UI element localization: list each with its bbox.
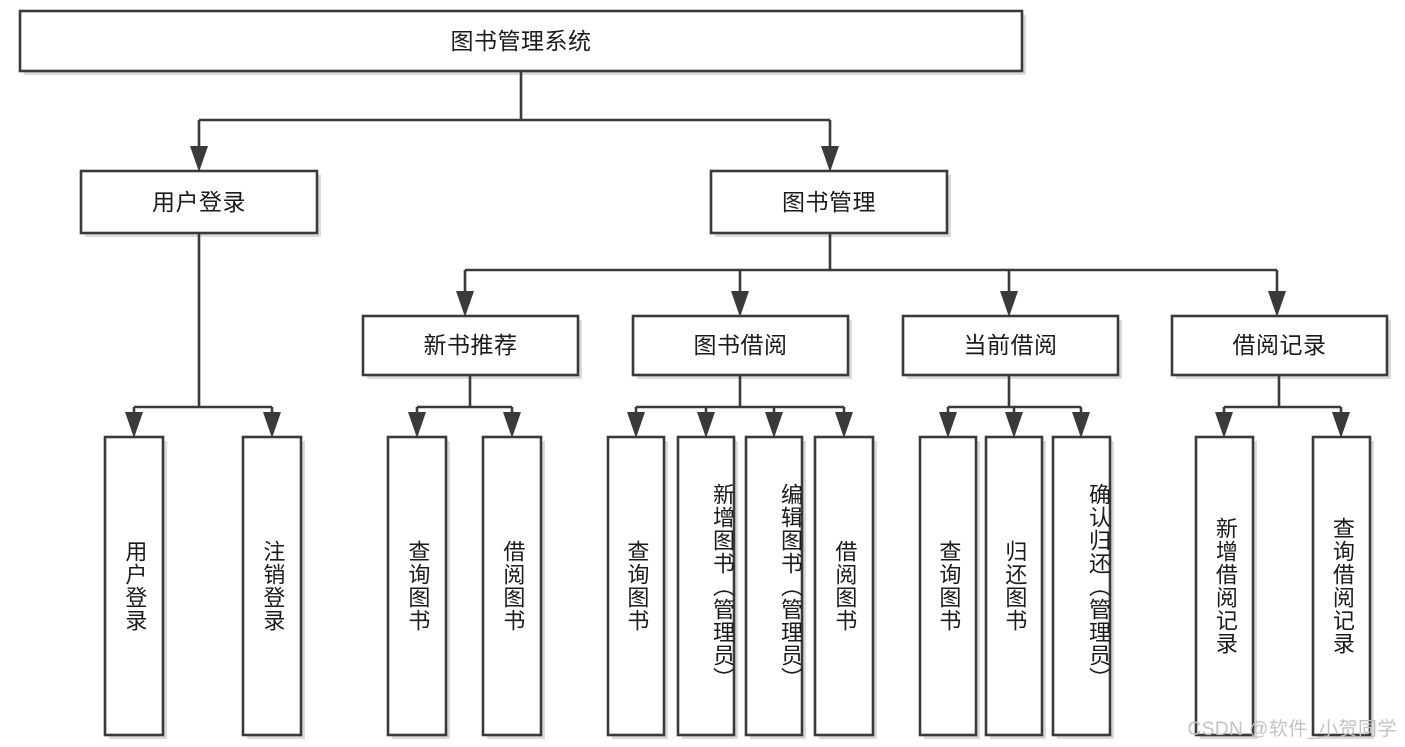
node-leaf-confirm-return-admin-box[interactable] [1051,435,1112,737]
arrow-to-leaf-add-book-admin [697,412,715,438]
arrow-to-leaf-user-logout [263,412,281,438]
arrow-to-leaf-query-book-1 [408,412,426,438]
node-boxes [18,9,1389,737]
connector-borrow-record-to-leaves [1215,375,1350,438]
node-leaf-edit-book-admin-box[interactable] [744,435,804,737]
node-user-login-box[interactable] [79,169,319,235]
node-leaf-add-book-admin-box[interactable] [676,435,736,737]
node-leaf-borrow-book-2-box[interactable] [813,435,875,737]
connector-book-manage-to-level3 [456,233,1286,317]
arrow-to-leaf-query-borrow-record [1332,412,1350,438]
node-leaf-add-borrow-record-box[interactable] [1194,435,1255,737]
node-leaf-query-borrow-record-box[interactable] [1311,435,1372,737]
arrow-to-leaf-return-book [1005,412,1023,438]
arrow-to-new-book-recommend [456,291,474,317]
arrow-to-current-borrow [1000,291,1018,317]
node-book-borrow-box[interactable] [631,314,850,377]
arrow-to-book-borrow [731,291,749,317]
connector-new-book-recommend-to-leaves [408,375,521,438]
arrow-to-leaf-borrow-book-2 [835,412,853,438]
node-new-book-recommend-box[interactable] [361,314,580,377]
node-book-manage-box[interactable] [709,169,949,235]
arrow-to-leaf-user-login [125,412,143,438]
node-leaf-return-book-box[interactable] [984,435,1044,737]
node-current-borrow-box[interactable] [901,314,1120,377]
arrow-to-leaf-confirm-return-admin [1072,412,1090,438]
connector-root-to-level2 [190,71,839,172]
node-leaf-query-book-2-box[interactable] [606,435,666,737]
arrow-to-leaf-edit-book-admin [765,412,783,438]
arrow-to-leaf-query-book-2 [627,412,645,438]
arrow-to-book-manage [821,146,839,172]
arrow-to-user-login [190,146,208,172]
node-leaf-user-login-box[interactable] [103,435,165,737]
arrow-to-leaf-add-borrow-record [1215,412,1233,438]
node-leaf-user-logout-box[interactable] [241,435,303,737]
arrow-to-leaf-borrow-book-1 [503,412,521,438]
node-leaf-borrow-book-1-box[interactable] [481,435,543,737]
node-leaf-query-book-1-box[interactable] [386,435,448,737]
connector-book-borrow-to-leaves [627,375,853,438]
node-root-box[interactable] [18,9,1024,73]
arrow-to-leaf-query-book-3 [939,412,957,438]
arrow-to-borrow-record [1268,291,1286,317]
node-leaf-query-book-3-box[interactable] [918,435,978,737]
node-borrow-record-box[interactable] [1170,314,1389,377]
connector-user-login-to-leaves [125,233,281,438]
connector-current-borrow-to-leaves [939,375,1090,438]
